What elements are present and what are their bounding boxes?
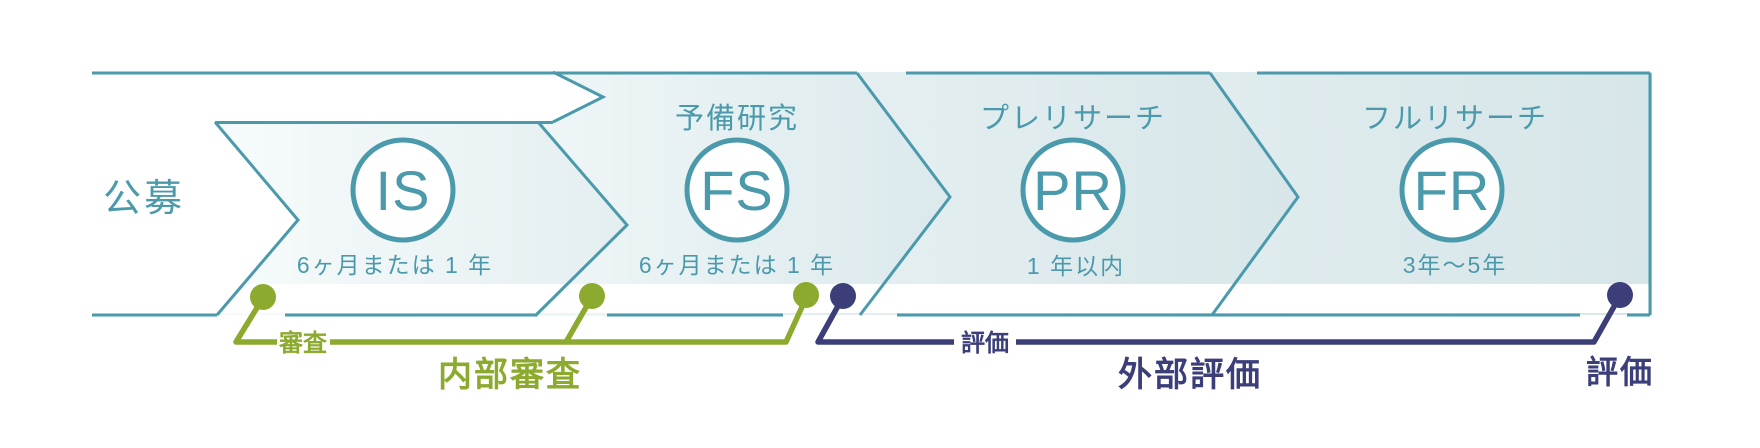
review-timeline: 審査 内部審査	[233, 282, 819, 394]
stage-duration-fr: 3年〜5年	[1403, 252, 1508, 278]
chevron-edge-is-fs	[533, 121, 630, 318]
stage-abbr-pr: PR	[1033, 159, 1113, 222]
chevron-edge-pr-fr	[1208, 72, 1300, 316]
stage-abbr-fr: FR	[1414, 159, 1491, 222]
stage-circle-pr	[1020, 137, 1126, 243]
stage-durations: 6ヶ月または 1 年 6ヶ月または 1 年 1 年以内 3年〜5年	[297, 252, 1508, 279]
stage-circle-fs	[684, 137, 790, 243]
stage-badges: IS FS PR FR	[350, 137, 1505, 243]
stage-abbr-is: IS	[376, 159, 431, 222]
stage-circle-fr	[1399, 137, 1505, 243]
kobo-label: 公募	[103, 178, 185, 220]
stage-band	[190, 72, 1652, 316]
stage-title-fs: 予備研究	[675, 102, 799, 135]
review-inline-label: 審査	[278, 329, 327, 357]
kobo-arrow-outline	[215, 70, 607, 124]
stage-circle-is	[350, 137, 456, 243]
evaluation-main-label: 外部評価	[1118, 356, 1262, 394]
review-dot-mid	[579, 283, 605, 309]
chevron-edge-is-left	[213, 121, 300, 316]
band-outlines	[92, 70, 1652, 318]
stage-duration-fs: 6ヶ月または 1 年	[639, 252, 835, 278]
kobo-arrow	[86, 71, 603, 123]
evaluation-timeline: 評価 外部評価 評価	[815, 282, 1654, 394]
band-bottom-stripe	[190, 284, 1650, 313]
evaluation-dot-start	[830, 283, 856, 309]
stage-title-fr: フルリサーチ	[1362, 103, 1548, 135]
evaluation-end-label: 評価	[1586, 354, 1654, 390]
stage-duration-pr: 1 年以内	[1027, 253, 1125, 279]
evaluation-line	[815, 294, 1623, 345]
chevron-edge-fs-pr	[855, 72, 952, 316]
review-main-label: 内部審査	[438, 356, 582, 394]
stage-titles: 予備研究 プレリサーチ フルリサーチ	[675, 102, 1548, 135]
stage-duration-is: 6ヶ月または 1 年	[297, 252, 493, 278]
stage-title-pr: プレリサーチ	[980, 103, 1166, 135]
review-dot-end	[793, 282, 819, 308]
evaluation-dot-end	[1607, 282, 1633, 308]
stage-abbr-fs: FS	[700, 159, 774, 222]
evaluation-inline-label: 評価	[961, 329, 1009, 357]
review-dot-start	[250, 284, 276, 310]
